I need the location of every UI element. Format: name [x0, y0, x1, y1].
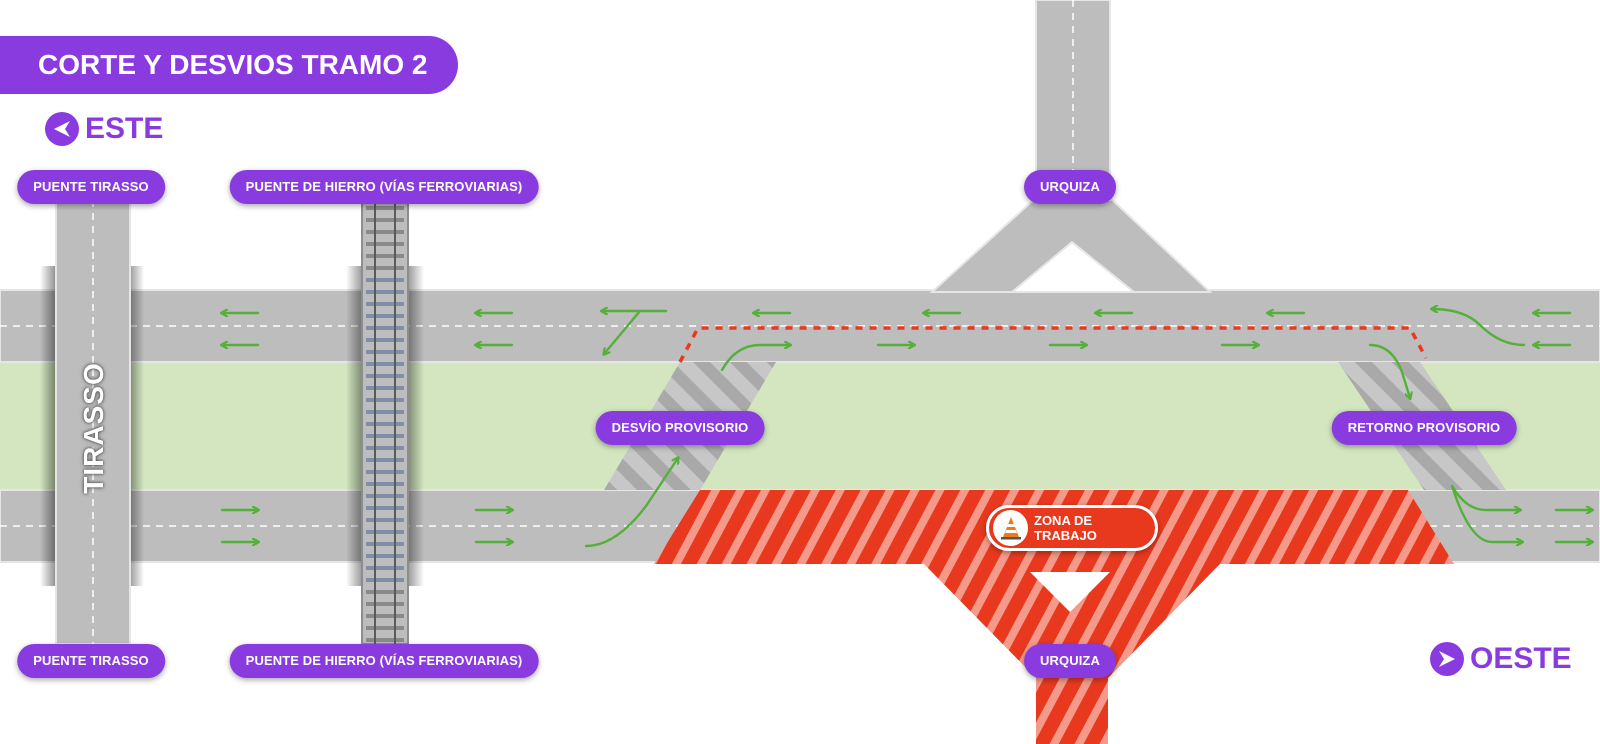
east-arrow-icon [45, 112, 79, 146]
page-title: CORTE Y DESVIOS TRAMO 2 [0, 36, 458, 94]
tirasso-road-name: TIRASSO [78, 362, 109, 494]
compass-east-label: ESTE [85, 112, 164, 145]
traffic-cone-icon [993, 510, 1028, 546]
label-desvio-provisorio: DESVÍO PROVISORIO [595, 411, 765, 445]
west-arrow-icon [1430, 642, 1464, 676]
label-puente-tirasso-bottom: PUENTE TIRASSO [17, 644, 165, 678]
work-zone-badge: ZONA DE TRABAJO [986, 505, 1158, 551]
label-puente-hierro-bottom: PUENTE DE HIERRO (VÍAS FERROVIARIAS) [229, 644, 539, 678]
diversion-arrow [720, 345, 790, 372]
label-urquiza-top: URQUIZA [1024, 170, 1116, 204]
compass-east: ESTE [45, 112, 163, 146]
compass-west-label: OESTE [1470, 642, 1572, 675]
diversion-arrow [1432, 309, 1526, 347]
railway-bridge [346, 199, 424, 645]
diversion-arrow [604, 309, 642, 354]
label-retorno-provisorio: RETORNO PROVISORIO [1331, 411, 1517, 445]
label-puente-tirasso-top: PUENTE TIRASSO [17, 170, 165, 204]
tirasso-bridge [40, 199, 144, 645]
urquiza-north-road [929, 0, 1213, 293]
return-arrow [1450, 484, 1520, 510]
diversion-arrow [584, 458, 678, 548]
compass-west: OESTE [1430, 642, 1572, 676]
return-arrow [1368, 343, 1410, 398]
return-arrow [1450, 484, 1522, 542]
work-zone-label: ZONA DE TRABAJO [1034, 513, 1097, 543]
closure-line [678, 326, 1428, 363]
traffic-arrows [222, 309, 1592, 548]
work-zone-area [654, 490, 1454, 744]
label-urquiza-bottom: URQUIZA [1024, 644, 1116, 678]
label-puente-hierro-top: PUENTE DE HIERRO (VÍAS FERROVIARIAS) [229, 170, 539, 204]
